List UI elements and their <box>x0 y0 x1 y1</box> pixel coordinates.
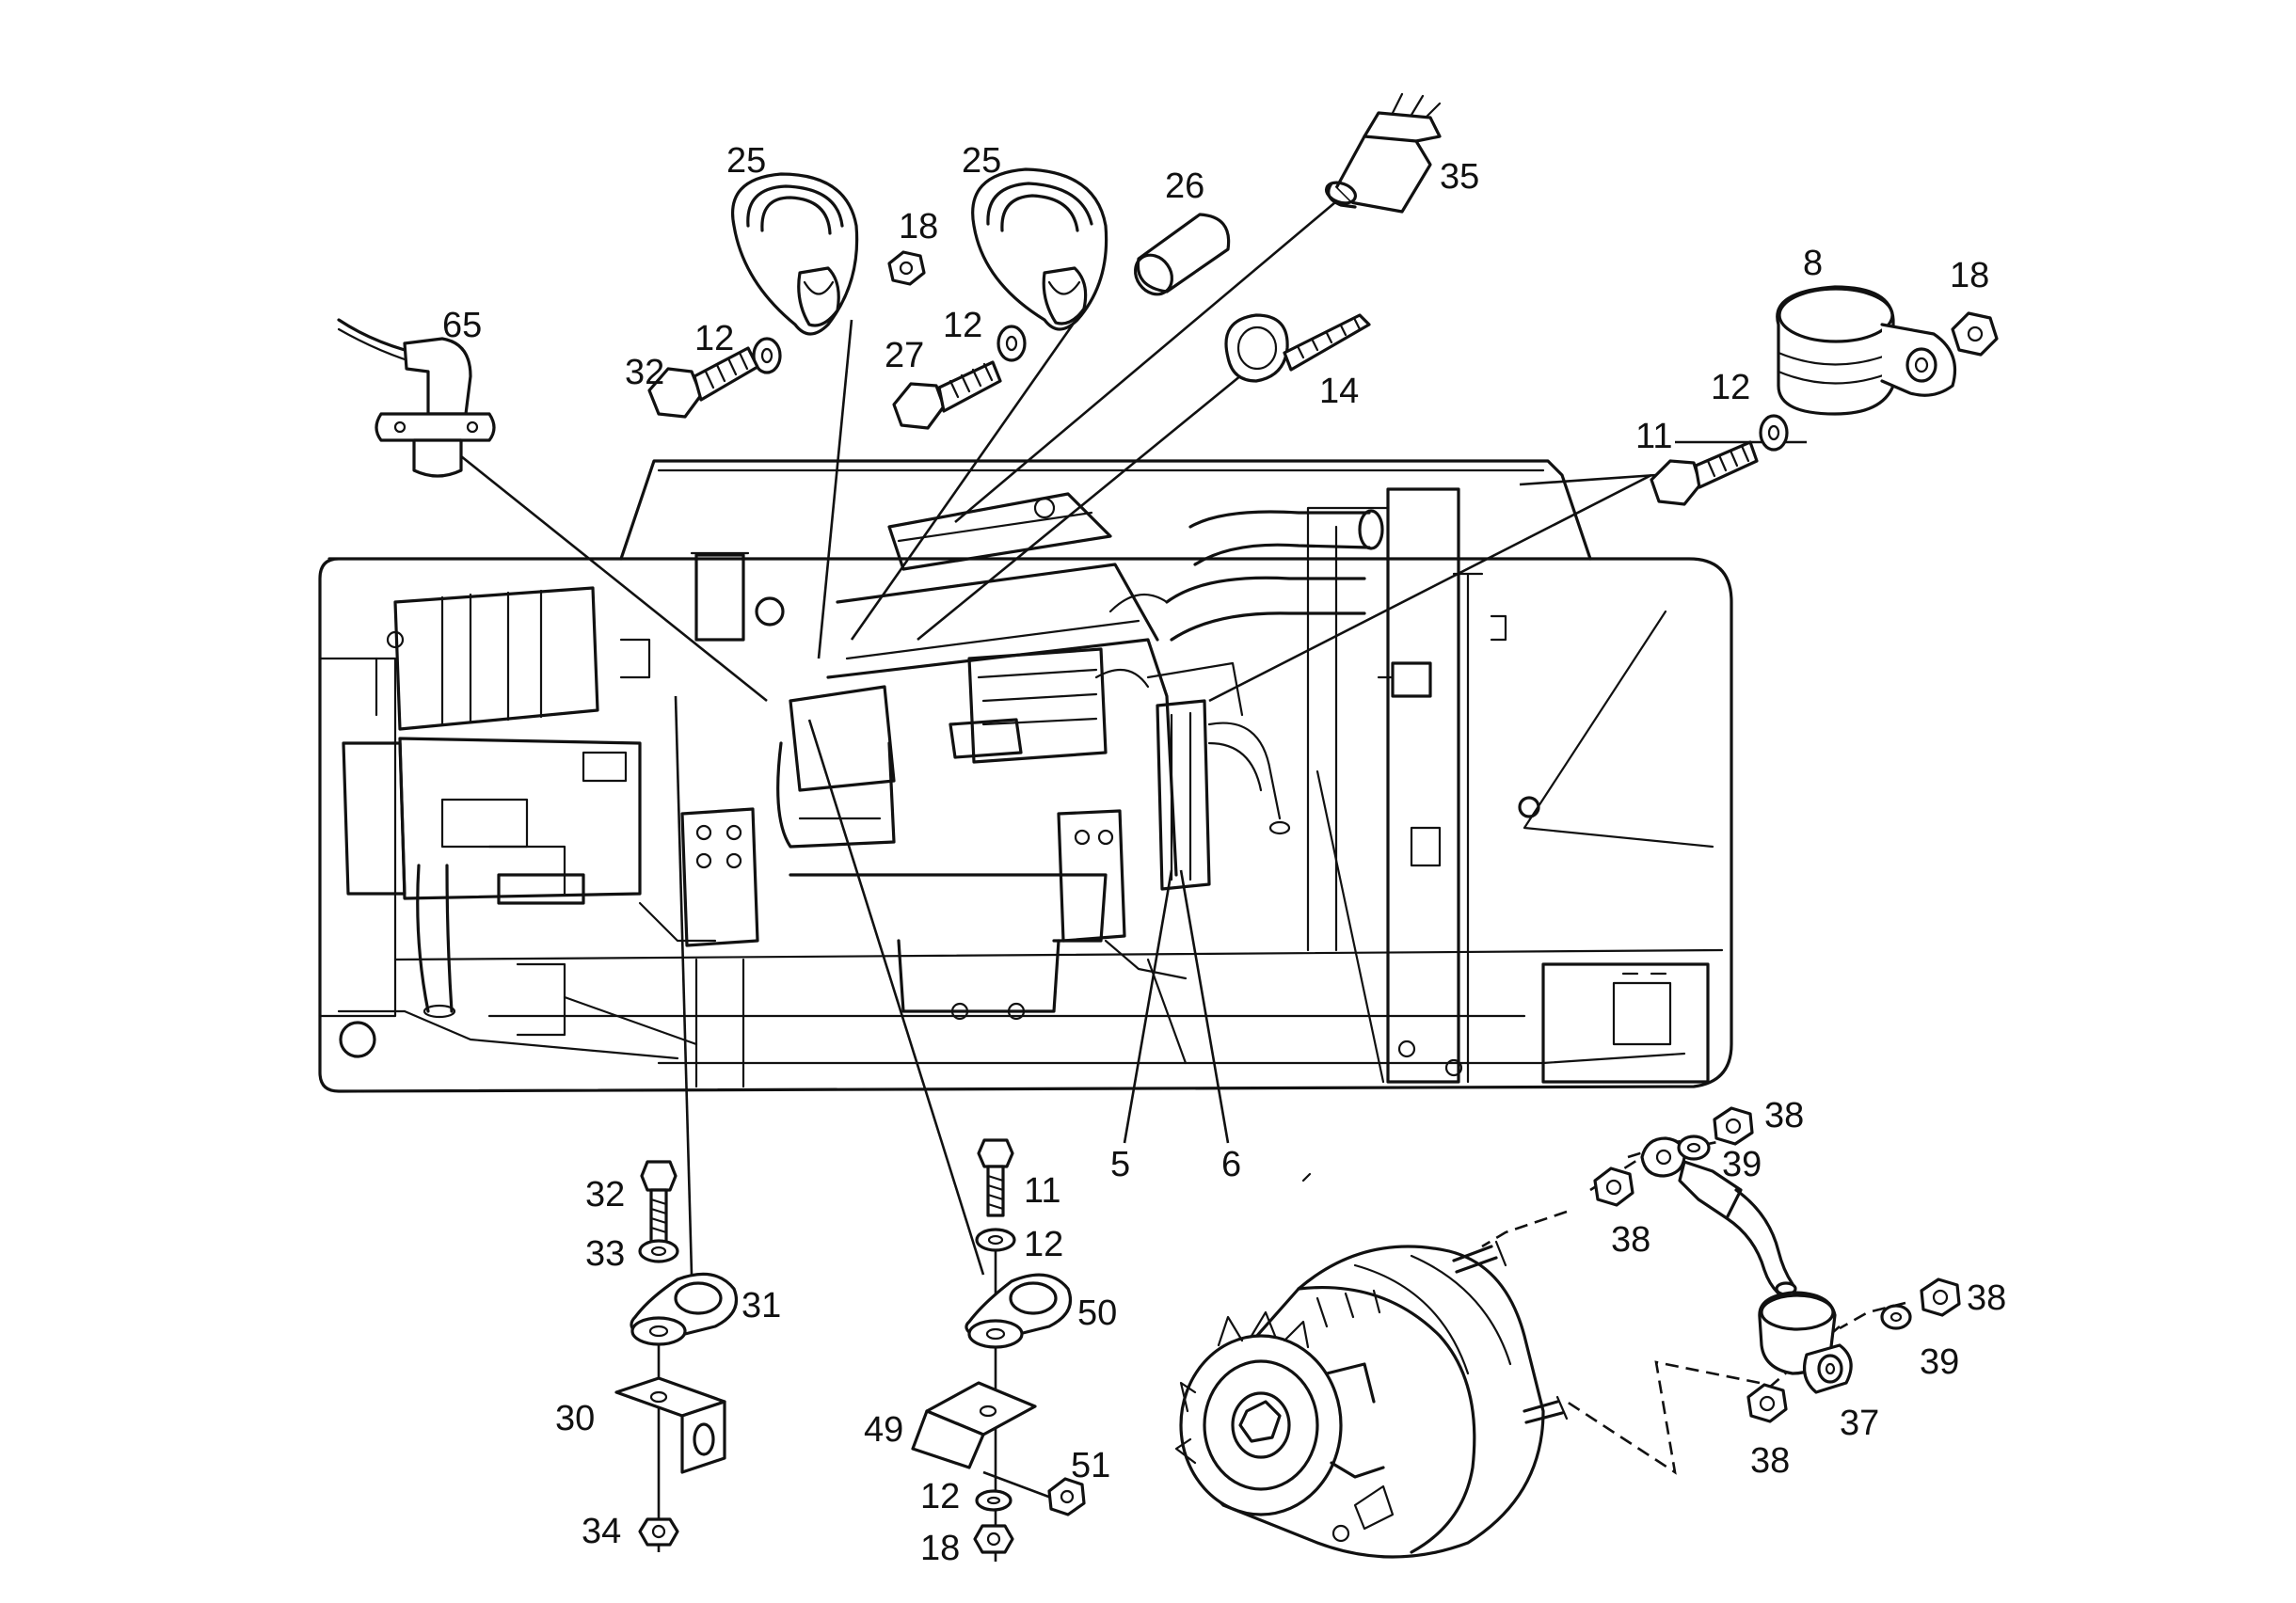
nut-51 <box>1047 1477 1086 1516</box>
bracket-30 <box>614 1376 726 1474</box>
clamp-8 <box>1776 285 1957 416</box>
washer-12-top-right <box>1759 414 1789 452</box>
label-33: 33 <box>585 1234 625 1274</box>
washer-12-bottom <box>975 1489 1012 1512</box>
label-12-top-middle: 12 <box>943 306 982 345</box>
grommet-25-left <box>731 172 859 336</box>
label-49: 49 <box>864 1410 903 1450</box>
label-5: 5 <box>1110 1145 1130 1184</box>
label-11-bottom: 11 <box>1024 1171 1060 1211</box>
washer-12-top-middle <box>997 325 1027 362</box>
label-18-top-right: 18 <box>1950 256 1989 295</box>
washer-39-bottom <box>1880 1304 1912 1330</box>
part-labels: 25 25 26 35 18 12 32 12 27 14 65 8 18 12… <box>442 141 2006 1568</box>
nut-38-bottom-right <box>1920 1278 1961 1317</box>
clamp-31 <box>630 1272 739 1346</box>
bolt-11-top <box>1650 440 1759 506</box>
label-51: 51 <box>1071 1446 1110 1485</box>
generator-end <box>342 586 698 1046</box>
washer-33 <box>638 1239 679 1263</box>
label-34: 34 <box>582 1512 621 1551</box>
label-38-bottom-left: 38 <box>1750 1441 1790 1481</box>
bolt-11-bottom <box>977 1138 1014 1217</box>
engine-frame <box>318 459 1733 1093</box>
label-6: 6 <box>1221 1145 1241 1184</box>
nut-34 <box>638 1517 679 1547</box>
bolt-32-top <box>647 346 759 419</box>
label-39-bottom: 39 <box>1920 1342 1959 1382</box>
sensor-65 <box>337 318 496 478</box>
radiator-hoses <box>1165 509 1384 642</box>
grommet-25-right <box>971 167 1108 331</box>
label-37: 37 <box>1840 1404 1879 1443</box>
label-12-middle: 12 <box>1024 1225 1063 1264</box>
label-38-bottom-right: 38 <box>1967 1278 2006 1318</box>
label-26: 26 <box>1165 167 1204 206</box>
label-32-top: 32 <box>625 353 664 392</box>
label-14: 14 <box>1319 372 1359 411</box>
bolt-27 <box>892 360 1002 430</box>
label-11-top: 11 <box>1635 417 1672 456</box>
label-32-bottom: 32 <box>585 1175 625 1214</box>
sleeve-26 <box>1133 213 1231 296</box>
bolt-32-bottom <box>640 1160 678 1244</box>
label-12-bottom: 12 <box>920 1477 960 1516</box>
label-31: 31 <box>741 1286 781 1325</box>
washer-12-top-left <box>752 337 782 374</box>
label-39-top: 39 <box>1722 1145 1762 1184</box>
label-38-top-left: 38 <box>1611 1220 1650 1260</box>
nut-38-bottom-left <box>1746 1383 1788 1423</box>
nut-18-top-right <box>1951 311 1999 357</box>
label-50: 50 <box>1077 1294 1117 1333</box>
label-12-top-right: 12 <box>1711 368 1750 407</box>
battery-cable <box>1640 1136 1797 1296</box>
bracket-49 <box>911 1381 1037 1469</box>
nut-38-top-left <box>1593 1167 1634 1207</box>
engine-block <box>638 492 1291 1021</box>
washer-39-top <box>1677 1135 1711 1161</box>
label-38-top-right: 38 <box>1764 1096 1804 1135</box>
clamp-50 <box>965 1273 1073 1349</box>
label-18-bottom: 18 <box>920 1529 960 1568</box>
stray-mark <box>1301 1172 1312 1182</box>
label-8: 8 <box>1803 244 1823 283</box>
label-27: 27 <box>885 336 924 375</box>
label-35: 35 <box>1440 157 1479 197</box>
nut-18-bottom <box>973 1524 1014 1554</box>
label-30: 30 <box>555 1399 595 1438</box>
label-65: 65 <box>442 306 482 345</box>
label-18-top-left: 18 <box>899 207 938 246</box>
label-25-left: 25 <box>726 141 766 181</box>
nut-18-top-left <box>887 250 926 286</box>
clamp-37 <box>1758 1291 1853 1394</box>
label-12-top-left: 12 <box>694 319 734 358</box>
alternator <box>1174 1240 1569 1559</box>
sender-35 <box>1324 92 1442 214</box>
washer-12-middle <box>975 1228 1016 1252</box>
label-25-right: 25 <box>962 141 1001 181</box>
nut-38-top-right <box>1713 1106 1754 1146</box>
clip-14 <box>1224 313 1371 383</box>
